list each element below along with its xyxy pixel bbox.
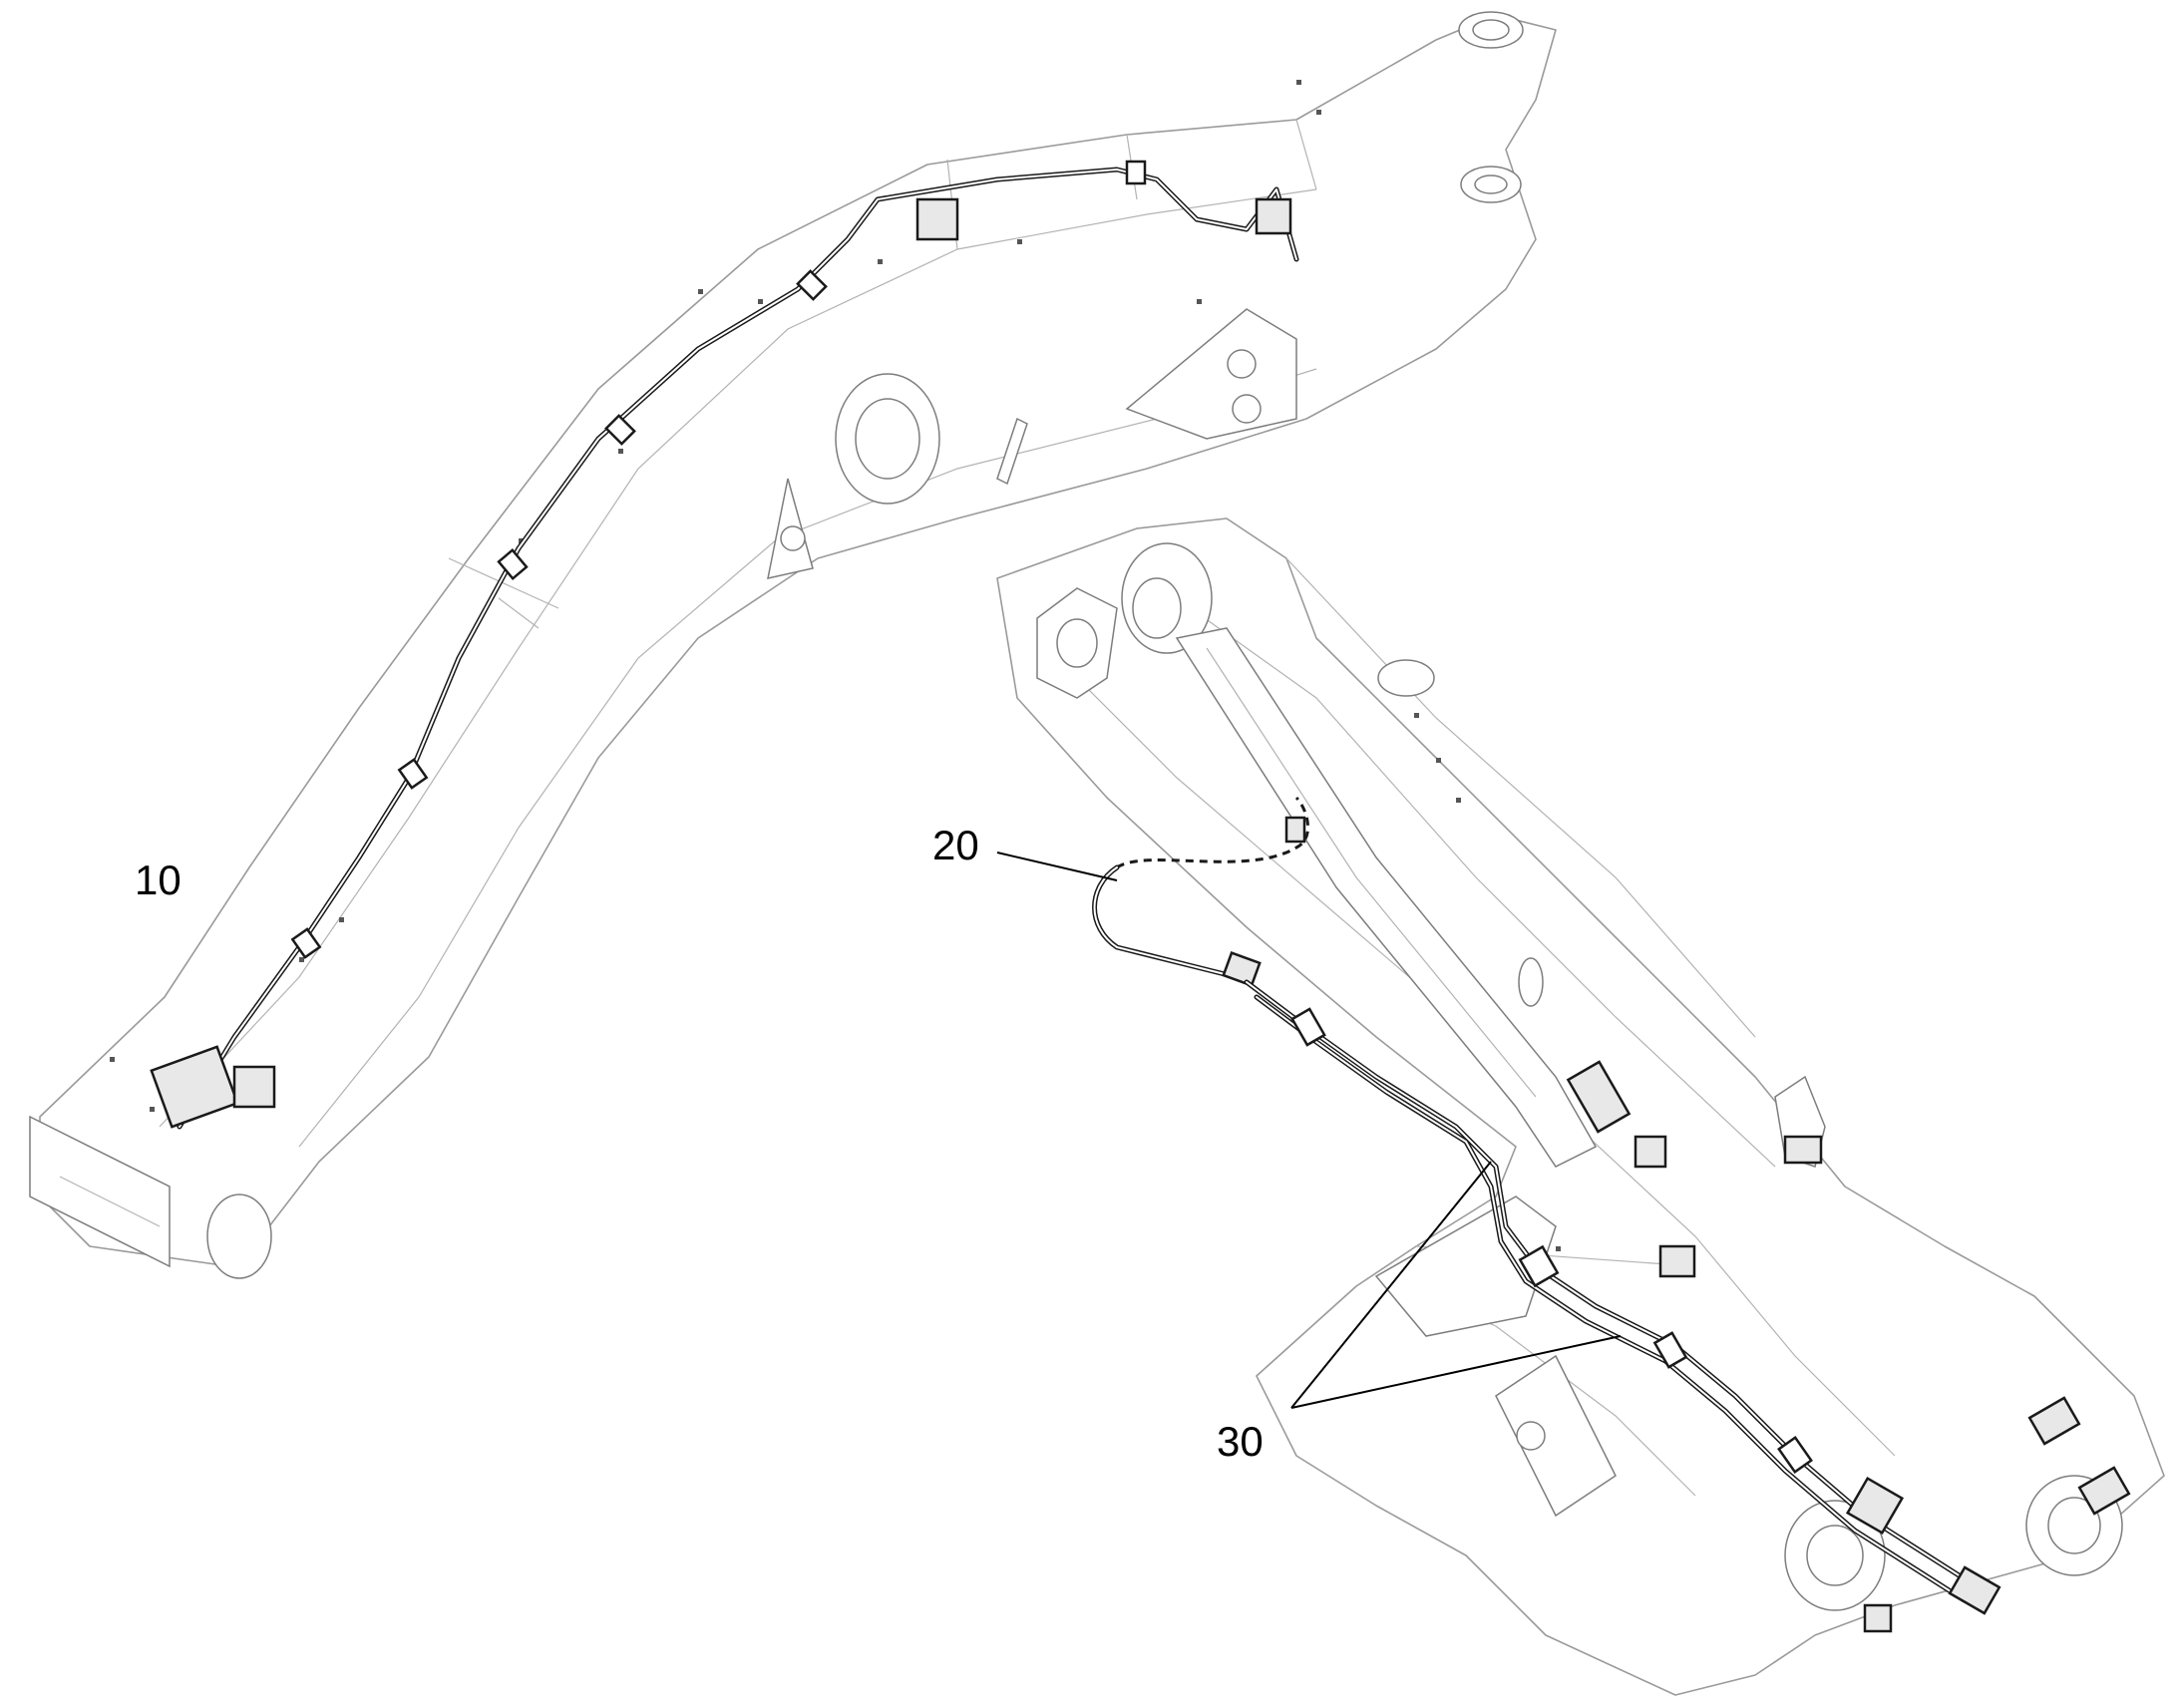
boom-bolts [110, 80, 1321, 1112]
callout-30: 30 [1217, 1161, 1622, 1465]
boom-body [39, 14, 1557, 1267]
callout-30-leader-1 [1290, 1161, 1492, 1409]
arm-cylinder-fitting [1566, 1060, 1632, 1134]
callout-30-leader-2 [1290, 1335, 1622, 1409]
boom-top-fitting [1255, 197, 1292, 235]
callout-20-leader [996, 852, 1118, 881]
callout-30-label: 30 [1217, 1418, 1264, 1465]
callout-20-label: 20 [932, 822, 979, 868]
boom-hose-clamps [290, 160, 1147, 959]
arm-assembly [996, 517, 2165, 1696]
hose-20-fitting [1222, 950, 1262, 988]
hose-30-clamps [1290, 1007, 1813, 1474]
boom-assembly [29, 11, 1557, 1279]
boom-valve-block [150, 1045, 239, 1129]
callout-20: 20 [932, 822, 1118, 881]
hose-20-hidden-section [1116, 796, 1310, 869]
arm-body [996, 517, 2165, 1696]
callout-10-label: 10 [135, 856, 182, 903]
callout-10: 10 [135, 856, 182, 903]
hose-30-end-fitting [1948, 1565, 2001, 1615]
boom-foot-pin [206, 1194, 272, 1279]
